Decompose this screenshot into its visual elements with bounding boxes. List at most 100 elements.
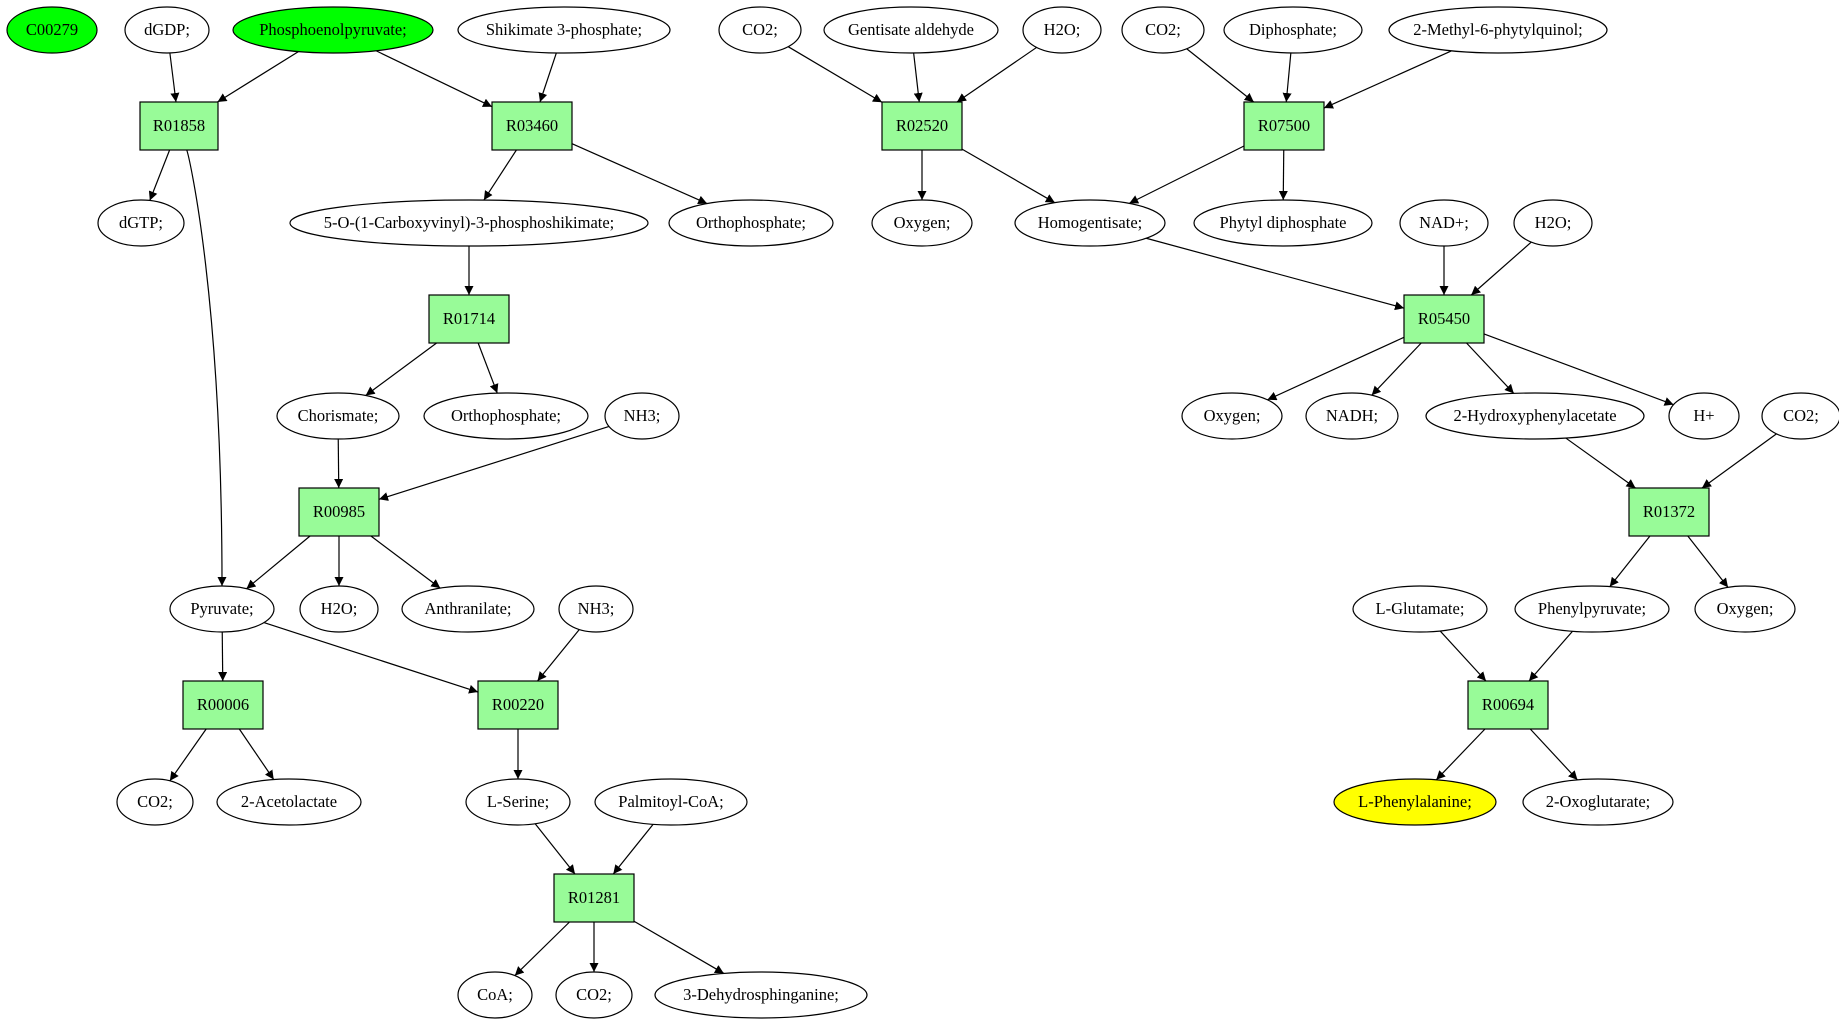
- compound-ellipse: [276, 392, 400, 440]
- compound-node-nadh[interactable]: NADH;: [1305, 392, 1399, 440]
- reaction-node-r00694[interactable]: R00694: [1467, 680, 1549, 730]
- compound-node-gentisate-aldehyde[interactable]: Gentisate aldehyde: [823, 6, 999, 54]
- compound-ellipse: [604, 392, 680, 440]
- compound-node-co2[interactable]: CO2;: [1121, 6, 1205, 54]
- compound-node-oxygen[interactable]: Oxygen;: [1181, 392, 1283, 440]
- reaction-node-r01281[interactable]: R01281: [553, 873, 635, 923]
- edge-c_palmcoa-to-r_R01281: [612, 823, 654, 875]
- edge-c_pyruvate-to-r_R00006: [218, 631, 228, 682]
- compound-node-orthophosphate[interactable]: Orthophosphate;: [668, 199, 834, 247]
- edge-r_R01372-to-c_phenylpyr: [1609, 535, 1651, 587]
- compound-node-phytyl-diphosphate[interactable]: Phytyl diphosphate: [1193, 199, 1373, 247]
- node-label: R00006: [197, 695, 249, 714]
- compound-ellipse: [1193, 199, 1373, 247]
- compound-ellipse: [1399, 199, 1489, 247]
- compound-node-co2[interactable]: CO2;: [116, 778, 194, 826]
- node-label: R01372: [1643, 502, 1695, 521]
- node-label: R00220: [492, 695, 544, 714]
- compound-node-anthranilate[interactable]: Anthranilate;: [401, 585, 535, 633]
- edge-c_co2_c-to-r_R01372: [1701, 433, 1777, 489]
- node-label: 2-Methyl-6-phytylquinol;: [1413, 20, 1583, 39]
- node-label: R01858: [153, 116, 205, 135]
- node-label: Gentisate aldehyde: [848, 20, 974, 39]
- reaction-node-r00220[interactable]: R00220: [477, 680, 559, 730]
- node-label: 2-Acetolactate: [241, 792, 337, 811]
- edge-c_shik3p-to-r_R03460: [538, 52, 557, 103]
- compound-node-pyruvate[interactable]: Pyruvate;: [169, 585, 275, 633]
- reaction-node-r01858[interactable]: R01858: [139, 101, 219, 151]
- node-label: R00985: [313, 502, 365, 521]
- reaction-node-r07500[interactable]: R07500: [1243, 101, 1325, 151]
- compound-node-co2[interactable]: CO2;: [718, 6, 802, 54]
- node-label: NADH;: [1326, 406, 1378, 425]
- compound-node-2-oxoglutarate[interactable]: 2-Oxoglutarate;: [1522, 778, 1674, 826]
- reaction-box: [1243, 101, 1325, 151]
- compound-node-l-serine[interactable]: L-Serine;: [465, 778, 571, 826]
- compound-node-oxygen[interactable]: Oxygen;: [871, 199, 973, 247]
- compound-node-phenylpyruvate[interactable]: Phenylpyruvate;: [1514, 585, 1670, 633]
- compound-node-c00279[interactable]: C00279: [6, 6, 98, 54]
- reaction-node-r00985[interactable]: R00985: [298, 487, 380, 537]
- edge-r_R05450-to-c_hplus: [1483, 333, 1674, 406]
- compound-node-l-glutamate[interactable]: L-Glutamate;: [1352, 585, 1488, 633]
- compound-node-nh3[interactable]: NH3;: [604, 392, 680, 440]
- compound-node-co2[interactable]: CO2;: [555, 971, 633, 1019]
- edge-r_R03460-to-c_epsp: [483, 149, 517, 201]
- edge-c_mpq-to-r_R07500: [1323, 50, 1452, 109]
- compound-ellipse: [654, 971, 868, 1019]
- compound-node-chorismate[interactable]: Chorismate;: [276, 392, 400, 440]
- compound-node-2-methyl-6-phytylquinol[interactable]: 2-Methyl-6-phytylquinol;: [1388, 6, 1608, 54]
- node-label: H2O;: [1044, 20, 1081, 39]
- edge-c_nh3_b-to-r_R00220: [537, 629, 580, 682]
- compound-node-h2o[interactable]: H2O;: [1022, 6, 1102, 54]
- compound-ellipse: [718, 6, 802, 54]
- compound-node-co2[interactable]: CO2;: [1761, 392, 1839, 440]
- node-label: 5-O-(1-Carboxyvinyl)-3-phosphoshikimate;: [324, 213, 615, 232]
- compound-ellipse: [423, 392, 589, 440]
- compound-node-h2o[interactable]: H2O;: [1513, 199, 1593, 247]
- compound-ellipse: [401, 585, 535, 633]
- compound-node-l-phenylalanine[interactable]: L-Phenylalanine;: [1333, 778, 1497, 826]
- compound-node-diphosphate[interactable]: Diphosphate;: [1223, 6, 1363, 54]
- compound-node-dgdp[interactable]: dGDP;: [124, 6, 210, 54]
- reaction-node-r05450[interactable]: R05450: [1403, 294, 1485, 344]
- compound-node-phosphoenolpyruvate[interactable]: Phosphoenolpyruvate;: [232, 6, 434, 54]
- compound-node-h[interactable]: H+: [1668, 392, 1740, 440]
- compound-node-2-acetolactate[interactable]: 2-Acetolactate: [216, 778, 362, 826]
- edge-c_co2_a-to-r_R02520: [787, 46, 883, 103]
- compound-node-coa[interactable]: CoA;: [457, 971, 533, 1019]
- compound-ellipse: [1305, 392, 1399, 440]
- compound-node-palmitoyl-coa[interactable]: Palmitoyl-CoA;: [594, 778, 748, 826]
- edge-c_chorismate-to-r_R00985: [334, 438, 344, 489]
- compound-node-2-hydroxyphenylacetate[interactable]: 2-Hydroxyphenylacetate: [1425, 392, 1645, 440]
- nodes-layer: C00279 dGDP; Phosphoenolpyruvate; Shikimate…: [6, 6, 1839, 1019]
- compound-node-5-o-1-carboxyvinyl-3-phosphoshikimate[interactable]: 5-O-(1-Carboxyvinyl)-3-phosphoshikimate;: [289, 199, 649, 247]
- node-label: 2-Oxoglutarate;: [1546, 792, 1650, 811]
- compound-node-oxygen[interactable]: Oxygen;: [1694, 585, 1796, 633]
- reaction-node-r03460[interactable]: R03460: [491, 101, 573, 151]
- compound-node-shikimate-3-phosphate[interactable]: Shikimate 3-phosphate;: [457, 6, 671, 54]
- edge-r_R05450-to-c_oxy_b: [1267, 336, 1405, 401]
- edge-c_pyruvate-to-r_R00220: [263, 622, 479, 694]
- compound-node-nh3[interactable]: NH3;: [558, 585, 634, 633]
- reaction-box: [1628, 487, 1710, 537]
- reaction-box: [139, 101, 219, 151]
- compound-node-dgtp[interactable]: dGTP;: [97, 199, 185, 247]
- node-label: Phytyl diphosphate: [1220, 213, 1347, 232]
- compound-node-3-dehydrosphinganine[interactable]: 3-Dehydrosphinganine;: [654, 971, 868, 1019]
- reaction-node-r00006[interactable]: R00006: [182, 680, 264, 730]
- reaction-node-r01372[interactable]: R01372: [1628, 487, 1710, 537]
- compound-node-h2o[interactable]: H2O;: [299, 585, 379, 633]
- compound-node-nad[interactable]: NAD+;: [1399, 199, 1489, 247]
- reaction-node-r02520[interactable]: R02520: [881, 101, 963, 151]
- compound-ellipse: [594, 778, 748, 826]
- compound-ellipse: [1022, 6, 1102, 54]
- edge-c_phenylpyr-to-r_R00694: [1528, 630, 1573, 682]
- compound-ellipse: [299, 585, 379, 633]
- compound-node-orthophosphate[interactable]: Orthophosphate;: [423, 392, 589, 440]
- reaction-node-r01714[interactable]: R01714: [428, 294, 510, 344]
- compound-ellipse: [216, 778, 362, 826]
- compound-node-homogentisate[interactable]: Homogentisate;: [1014, 199, 1166, 247]
- node-label: L-Phenylalanine;: [1358, 792, 1472, 811]
